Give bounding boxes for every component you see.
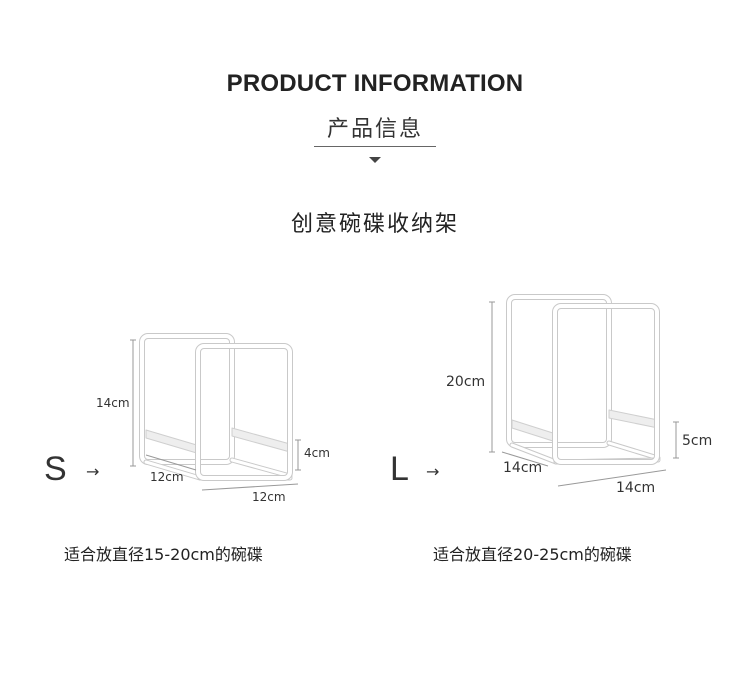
small-rack-bar-left — [145, 429, 201, 455]
small-description: 适合放直径15-20cm的碗碟 — [64, 545, 263, 564]
large-bar-height-label: 5cm — [682, 433, 713, 449]
small-rack-illustration — [139, 333, 293, 481]
size-label-large: L — [390, 450, 409, 488]
small-rack-front-frame — [195, 343, 293, 481]
arrow-right-icon: → — [86, 462, 100, 481]
large-rack-bar-left — [511, 419, 557, 443]
title-divider — [314, 146, 436, 147]
arrow-right-icon: → — [426, 462, 440, 481]
large-description: 适合放直径20-25cm的碗碟 — [433, 545, 632, 564]
product-subtitle: 创意碗碟收纳架 — [290, 212, 459, 237]
large-dimension-lines — [489, 301, 679, 487]
section-title-chinese: 产品信息 — [326, 117, 423, 142]
large-rack-illustration — [506, 294, 661, 465]
large-rack-back-frame — [506, 294, 612, 448]
large-depth-label: 14cm — [503, 460, 543, 476]
large-width-label: 14cm — [616, 480, 656, 496]
small-dimension-lines — [130, 339, 301, 491]
large-height-label: 20cm — [446, 374, 486, 390]
section-title-english: PRODUCT INFORMATION — [226, 70, 524, 97]
size-label-small: S — [44, 450, 67, 488]
triangle-down-icon — [369, 157, 381, 163]
large-rack-bar-right — [608, 409, 659, 429]
small-height-label: 14cm — [96, 396, 130, 410]
small-rack-bar-right — [231, 427, 291, 453]
small-width-label: 12cm — [252, 490, 286, 504]
small-depth-label: 12cm — [150, 470, 184, 484]
small-bar-height-label: 4cm — [304, 446, 330, 460]
